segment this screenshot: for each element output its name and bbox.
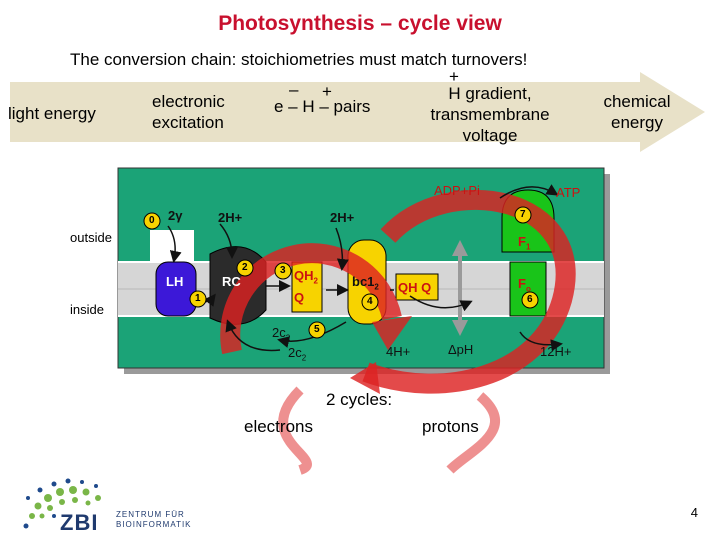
chain-chemical-line1: chemical bbox=[603, 92, 671, 111]
atp-label: ATP bbox=[556, 185, 581, 200]
bc1-sub: 2 bbox=[374, 282, 379, 292]
qh2-left-label: QH2 bbox=[294, 268, 318, 286]
rc-label: RC bbox=[222, 274, 241, 289]
chain-gradient-line1: H gradient, bbox=[448, 84, 532, 103]
inside-label: inside bbox=[70, 302, 104, 317]
c2b-label: 2c2 bbox=[288, 345, 306, 363]
step-7: 7 bbox=[520, 209, 526, 220]
c2-label: 2c2 bbox=[272, 325, 290, 343]
f1-label: F1 bbox=[518, 234, 530, 252]
logo-text: ZENTRUM FÜR BIOINFORMATIK bbox=[116, 510, 192, 530]
step-0: 0 bbox=[149, 215, 155, 226]
qh-sub: 2 bbox=[313, 276, 318, 286]
bc1-text: bc1 bbox=[352, 274, 375, 289]
chain-electronic-line2: excitation bbox=[152, 113, 224, 132]
fo-sub: o bbox=[525, 284, 531, 294]
cycles-protons: protons bbox=[422, 417, 479, 436]
zbi-logo-dots-icon bbox=[23, 478, 101, 529]
logo-line1: ZENTRUM FÜR bbox=[116, 510, 185, 519]
chain-light-energy: light energy bbox=[8, 104, 96, 123]
f1-text: F bbox=[518, 234, 526, 249]
subtitle: The conversion chain: stoichiometries mu… bbox=[70, 50, 528, 69]
step-5: 5 bbox=[314, 324, 320, 335]
c2b-text: 2c bbox=[288, 345, 302, 360]
h2-left-label: 2H+ bbox=[218, 210, 243, 225]
cycles-label: 2 cycles: bbox=[326, 390, 393, 409]
electron-cycle-arrow bbox=[220, 243, 402, 355]
step-2: 2 bbox=[242, 262, 248, 273]
h2-mid-label: 2H+ bbox=[330, 210, 355, 225]
h12-label: 12H+ bbox=[540, 344, 572, 359]
step-3: 3 bbox=[280, 265, 286, 276]
fo-label: Fo bbox=[518, 276, 531, 294]
lh-label: LH bbox=[166, 274, 184, 289]
outside-label: outside bbox=[70, 230, 112, 245]
logo-line2: BIOINFORMATIK bbox=[116, 520, 192, 529]
h4-label: 4H+ bbox=[386, 344, 411, 359]
c2-sub: 2 bbox=[285, 333, 291, 343]
chain-electronic-line1: electronic bbox=[152, 92, 225, 111]
cycles-electrons: electrons bbox=[244, 417, 313, 436]
step-circles bbox=[143, 206, 539, 339]
proton-cycle-arrow bbox=[362, 189, 576, 394]
page-title: Photosynthesis – cycle view bbox=[218, 12, 502, 35]
quinone-pool-right bbox=[395, 273, 439, 301]
adp-label: ADP+Pi bbox=[434, 183, 480, 198]
qh2-right-label: QH Q bbox=[398, 280, 432, 295]
step-6: 6 bbox=[527, 294, 533, 305]
qh-text: QH bbox=[294, 268, 314, 283]
chain-pairs-plus: + bbox=[322, 82, 332, 101]
f1-sub: 1 bbox=[525, 242, 531, 252]
page-number: 4 bbox=[690, 505, 698, 520]
chain-electronic-excitation: electronic excitation bbox=[152, 91, 225, 133]
conversion-chain-arrow bbox=[10, 72, 705, 152]
zbi-logo: ZBI ZENTRUM FÜR BIOINFORMATIK bbox=[18, 476, 191, 537]
chain-pairs: e – H – pairs bbox=[274, 97, 371, 116]
logo-abbrev: ZBI bbox=[60, 510, 99, 535]
bc1-label: bc12 bbox=[352, 274, 379, 292]
chain-chemical-energy: chemical energy bbox=[596, 91, 678, 133]
c2b-sub: 2 bbox=[301, 353, 307, 363]
chain-gradient-plus: + bbox=[449, 67, 459, 86]
dph-label: ΔpH bbox=[448, 342, 474, 357]
chain-pairs-minus: – bbox=[289, 80, 299, 99]
q-left-label: Q bbox=[294, 290, 305, 305]
fo-text: F bbox=[518, 276, 526, 291]
chain-gradient: H gradient, transmembrane voltage bbox=[415, 83, 565, 146]
step-4: 4 bbox=[367, 296, 373, 307]
chain-gradient-line2: transmembrane bbox=[430, 105, 550, 124]
chain-chemical-line2: energy bbox=[611, 113, 663, 132]
gamma-label: 2γ bbox=[168, 208, 183, 223]
c2-text: 2c bbox=[272, 325, 286, 340]
step-1: 1 bbox=[195, 293, 201, 304]
chain-gradient-line3: voltage bbox=[462, 126, 518, 145]
